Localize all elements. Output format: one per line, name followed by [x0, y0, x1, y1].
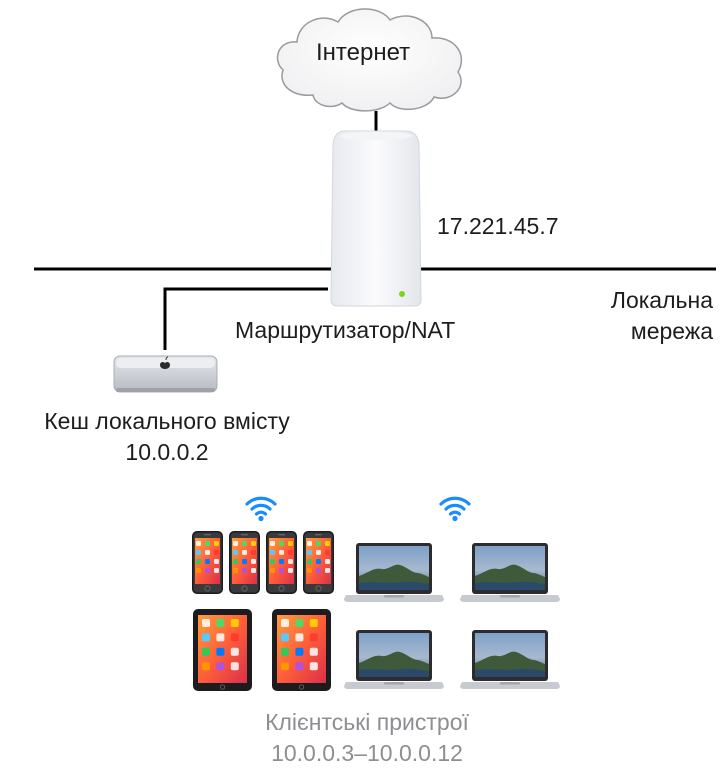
ipad-icon	[193, 609, 252, 691]
internet-cloud-icon	[276, 8, 463, 112]
clients-ip-range: 10.0.0.3–10.0.0.12	[271, 740, 463, 766]
iphone-icon	[303, 531, 334, 594]
router-status-led	[399, 291, 405, 297]
iphone-icon	[229, 531, 260, 594]
router-label: Маршрутизатор/NAT	[235, 317, 456, 343]
macbook-icon	[460, 543, 560, 602]
content-cache-ip: 10.0.0.2	[125, 439, 209, 465]
wifi-icon	[245, 496, 277, 523]
router-public-ip: 17.221.45.7	[437, 213, 559, 239]
iphone-icon	[192, 531, 223, 594]
clients-label: Клієнтські пристрої	[265, 709, 469, 735]
cache-link-line	[163, 287, 328, 350]
local-network-label-line2: мережа	[630, 318, 713, 344]
ipad-icon	[272, 609, 331, 691]
content-cache-label: Кеш локального вмісту	[44, 408, 290, 434]
mac-mini-icon	[113, 355, 218, 393]
local-network-label-line1: Локальна	[610, 287, 713, 313]
macbook-icon	[344, 543, 444, 602]
internet-label: Інтернет	[316, 39, 411, 66]
wifi-icon	[439, 496, 471, 523]
router-icon	[330, 130, 422, 307]
macbook-icon	[344, 630, 444, 689]
macbook-icon	[460, 630, 560, 689]
iphone-icon	[266, 531, 297, 594]
